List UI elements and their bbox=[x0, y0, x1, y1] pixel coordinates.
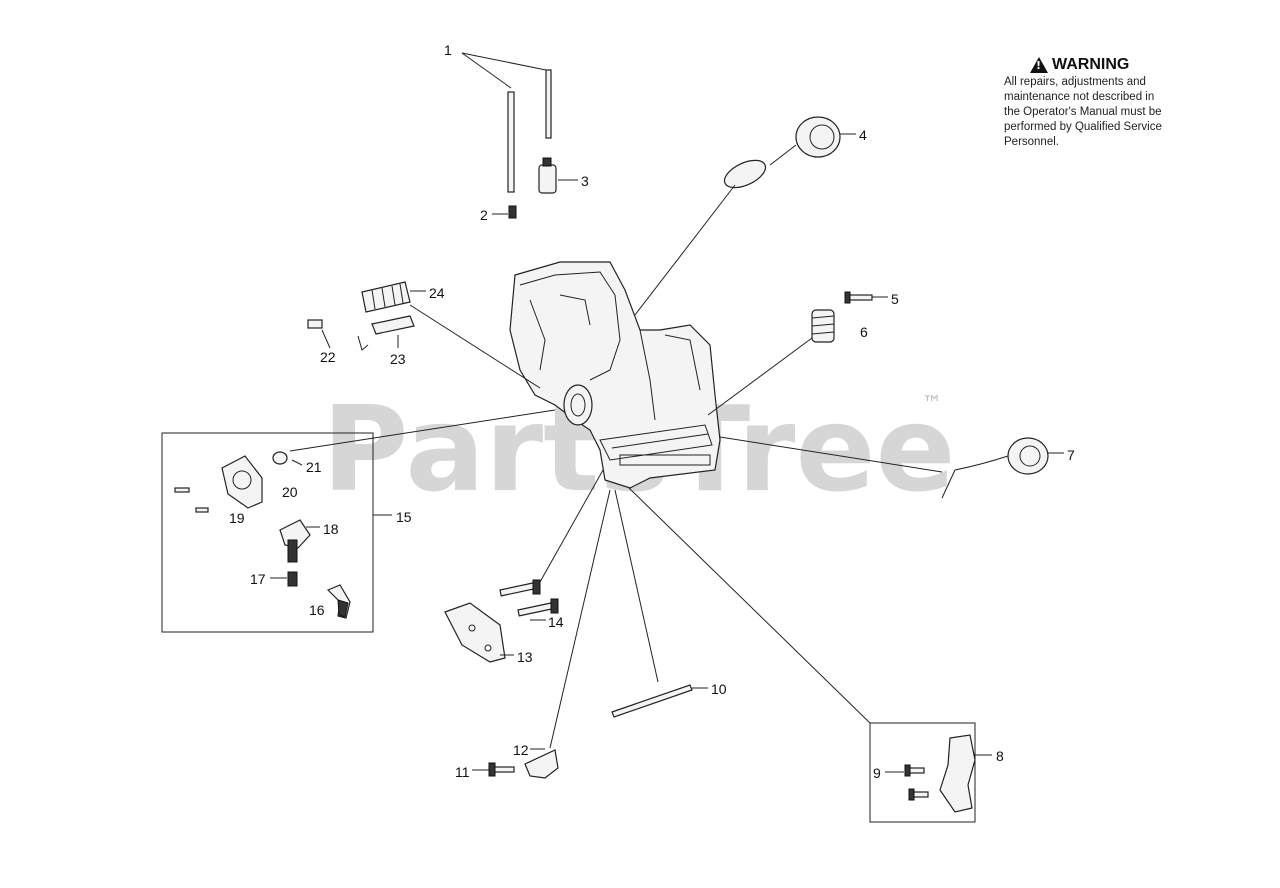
callout-6: 6 bbox=[860, 324, 868, 340]
warning-text: All repairs, adjustments and maintenance… bbox=[1004, 75, 1204, 150]
group-box-8 bbox=[869, 722, 976, 823]
part-23-plate[interactable] bbox=[371, 315, 415, 335]
callout-18: 18 bbox=[323, 521, 339, 537]
callout-5: 5 bbox=[891, 291, 899, 307]
part-12-clip[interactable] bbox=[524, 749, 559, 779]
part-7-fuel-cap[interactable] bbox=[941, 437, 1049, 499]
callout-9: 9 bbox=[873, 765, 881, 781]
warning-line: All repairs, adjustments and bbox=[1004, 76, 1146, 88]
callout-15: 15 bbox=[396, 509, 412, 525]
part-3-filter[interactable] bbox=[538, 157, 557, 194]
warning-line: the Operator's Manual must be bbox=[1004, 106, 1162, 118]
callout-14: 14 bbox=[548, 614, 564, 630]
part-24-spring[interactable] bbox=[361, 281, 411, 313]
callout-1: 1 bbox=[444, 42, 452, 58]
warning-title: WARNING bbox=[1030, 56, 1204, 74]
callout-3: 3 bbox=[581, 173, 589, 189]
warning-line: performed by Qualified Service bbox=[1004, 121, 1162, 133]
callout-12: 12 bbox=[513, 742, 529, 758]
part-16-tube-fitting[interactable] bbox=[326, 584, 351, 619]
part-17-fitting[interactable] bbox=[287, 571, 298, 587]
callout-20: 20 bbox=[282, 484, 298, 500]
callout-4: 4 bbox=[859, 127, 867, 143]
callout-24: 24 bbox=[429, 285, 445, 301]
part-13-cover-plate[interactable] bbox=[444, 602, 506, 663]
part-21-ring[interactable] bbox=[272, 451, 288, 465]
callout-23: 23 bbox=[390, 351, 406, 367]
warning-triangle-icon bbox=[1030, 57, 1048, 73]
callout-16: 16 bbox=[309, 602, 325, 618]
part-18-pump-body[interactable] bbox=[279, 519, 311, 563]
part-19-pump-housing[interactable] bbox=[174, 455, 263, 513]
part-4-oil-cap[interactable] bbox=[720, 116, 841, 193]
part-1-tubes[interactable] bbox=[507, 69, 552, 193]
callout-2: 2 bbox=[480, 207, 488, 223]
callout-7: 7 bbox=[1067, 447, 1075, 463]
part-11-pin[interactable] bbox=[488, 762, 515, 777]
part-5-bolt[interactable] bbox=[844, 291, 873, 304]
part-22-bolt[interactable] bbox=[307, 319, 369, 351]
part-14-bolts[interactable] bbox=[499, 579, 559, 617]
warning-line: Personnel. bbox=[1004, 136, 1059, 148]
part-2-fitting[interactable] bbox=[508, 205, 517, 219]
callout-17: 17 bbox=[250, 571, 266, 587]
callout-21: 21 bbox=[306, 459, 322, 475]
part-6-spring[interactable] bbox=[811, 309, 835, 343]
trademark-symbol: ™ bbox=[922, 391, 942, 415]
callout-8: 8 bbox=[996, 748, 1004, 764]
part-8-bracket[interactable] bbox=[939, 734, 976, 813]
callout-10: 10 bbox=[711, 681, 727, 697]
warning-title-text: WARNING bbox=[1052, 56, 1130, 73]
part-9-screws[interactable] bbox=[904, 764, 929, 801]
callout-13: 13 bbox=[517, 649, 533, 665]
warning-notice: WARNING All repairs, adjustments and mai… bbox=[1004, 56, 1204, 150]
warning-line: maintenance not described in bbox=[1004, 91, 1155, 103]
callout-19: 19 bbox=[229, 510, 245, 526]
crankcase-housing[interactable] bbox=[509, 261, 721, 489]
part-10-rod[interactable] bbox=[611, 684, 693, 718]
callout-22: 22 bbox=[320, 349, 336, 365]
callout-11: 11 bbox=[455, 764, 470, 780]
group-box-15 bbox=[161, 432, 374, 633]
